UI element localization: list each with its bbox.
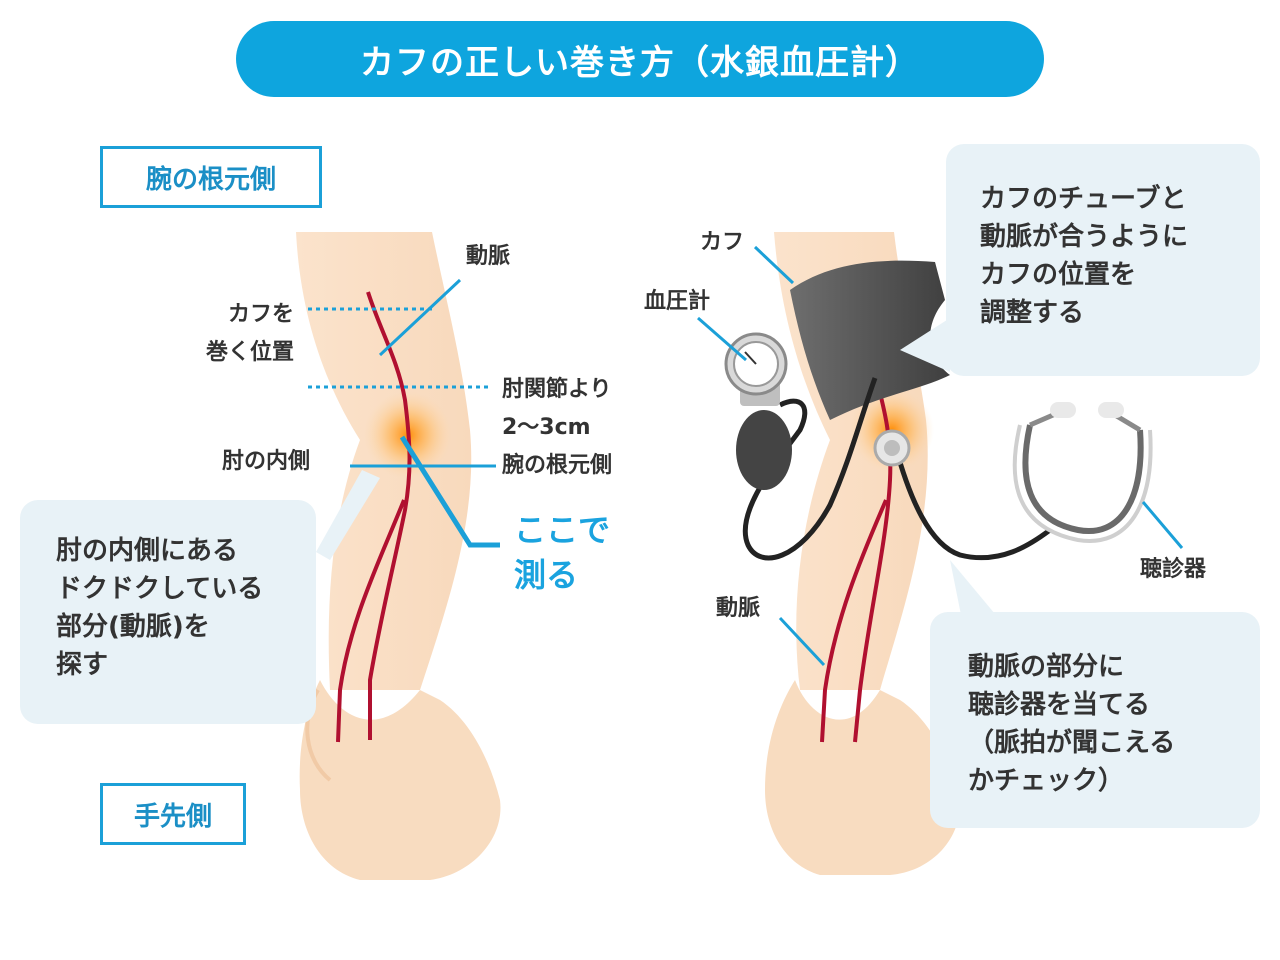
- right-callout-top-line: カフのチューブと: [980, 184, 1187, 214]
- label-upper-arm-side: 腕の根元側: [100, 146, 322, 208]
- page-title: カフの正しい巻き方（水銀血圧計）: [236, 21, 1044, 97]
- label-hand-side: 手先側: [100, 783, 246, 845]
- left-callout-line: 探す: [56, 650, 109, 680]
- cuff-position-label-line2: 巻く位置: [205, 340, 294, 365]
- earpiece-left: [1050, 402, 1076, 418]
- right-callout-top-line: 調整する: [980, 298, 1085, 328]
- elbow-distance-line3: 腕の根元側: [502, 453, 613, 478]
- right-callout-top-line: カフの位置を: [980, 260, 1137, 290]
- left-callout: 肘の内側にある ドクドクしている 部分(動脈)を 探す: [20, 500, 316, 724]
- right-callout-top: カフのチューブと 動脈が合うように カフの位置を 調整する: [946, 144, 1260, 376]
- elbow-distance-line2: 2〜3cm: [502, 415, 591, 440]
- earpiece-right: [1098, 402, 1124, 418]
- pump-bulb: [736, 410, 792, 490]
- left-callout-line: ドクドクしている: [56, 574, 264, 604]
- elbow-distance-line1: 肘関節より: [502, 377, 612, 402]
- right-callout-bottom-line: 動脈の部分に: [968, 652, 1125, 682]
- stethoscope-label: 聴診器: [1140, 557, 1207, 582]
- right-arm: [697, 232, 1184, 875]
- cuff-position-label-line1: カフを: [227, 302, 294, 327]
- measure-here-line1: ここで: [514, 511, 611, 549]
- gauge-label: 血圧計: [644, 289, 711, 314]
- right-callout-bottom-line: （脈拍が聞こえる: [968, 728, 1176, 758]
- left-artery-label: 動脈: [466, 244, 511, 269]
- left-arm: [296, 232, 501, 880]
- measure-here-line2: 測る: [514, 556, 579, 594]
- right-callout-bottom: 動脈の部分に 聴診器を当てる （脈拍が聞こえる かチェック）: [930, 612, 1260, 828]
- cuff: [790, 260, 950, 420]
- right-callout-top-line: 動脈が合うように: [980, 222, 1189, 252]
- right-callout-bottom-line: かチェック）: [968, 766, 1125, 796]
- right-artery-label: 動脈: [716, 596, 761, 621]
- cuff-label: カフ: [700, 230, 745, 255]
- right-callout-bottom-line: 聴診器を当てる: [968, 690, 1151, 720]
- elbow-inner-label: 肘の内側: [222, 449, 311, 474]
- left-callout-line: 肘の内側にある: [56, 536, 239, 566]
- left-callout-line: 部分(動脈)を: [56, 612, 210, 642]
